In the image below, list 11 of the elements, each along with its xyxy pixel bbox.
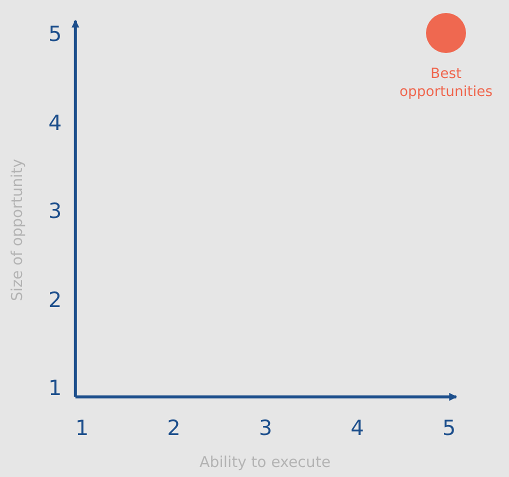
x-tick-label: 3 [258,416,272,440]
y-tick-label: 4 [48,110,62,134]
point-label: Best opportunities [398,65,494,101]
y-tick-label: 2 [48,288,62,312]
y-tick-label: 5 [48,22,62,46]
x-tick-label: 5 [442,416,456,440]
x-tick-label: 2 [167,416,180,440]
x-tick-label: 4 [350,416,364,440]
y-tick-label: 1 [48,376,62,400]
y-tick-label: 3 [48,199,62,223]
x-tick-label: 1 [75,416,89,440]
